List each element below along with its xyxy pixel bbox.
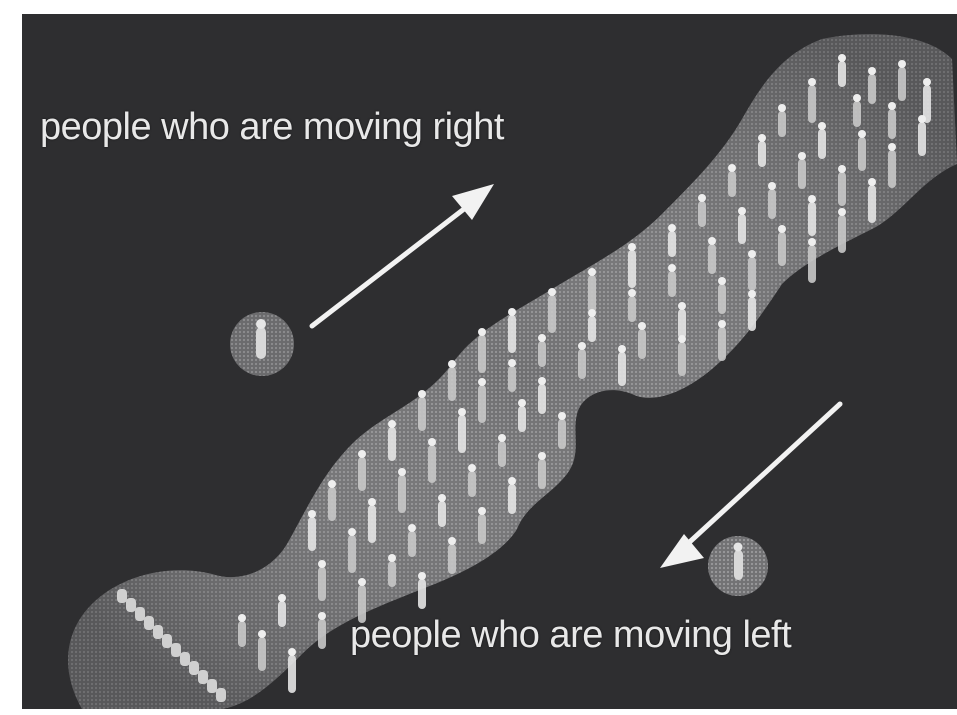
crowd-person-figure — [708, 237, 716, 274]
crowd-person-figure — [838, 165, 846, 206]
person-moving-left-figure — [734, 543, 744, 581]
crowd-person-figure — [778, 225, 786, 266]
crowd-person-figure — [578, 342, 586, 379]
crowd-person-figure — [388, 420, 396, 461]
crowd-person-figure — [478, 507, 486, 544]
crowd-scene: people who are moving right people who a… — [22, 14, 957, 709]
crowd-person-figure — [308, 510, 316, 551]
crowd-person-figure — [718, 320, 726, 361]
crowd-person-figure — [868, 178, 876, 223]
crowd-person-figure — [388, 554, 396, 587]
crowd-person-figure — [868, 67, 876, 104]
crowd-person-figure — [278, 594, 286, 627]
crowd-person-figure — [888, 102, 896, 139]
crowd-person-figure — [668, 224, 676, 257]
crowd-person-figure — [428, 438, 436, 483]
crowd-person-figure — [538, 334, 546, 367]
crowd-person-figure — [368, 498, 376, 543]
crowd-person-figure — [808, 195, 816, 236]
crowd-person-figure — [678, 302, 686, 339]
crowd-person-figure — [798, 152, 806, 189]
crowd-edge-figure — [180, 652, 190, 666]
crowd-person-figure — [853, 94, 861, 127]
crowd-person-figure — [518, 399, 526, 432]
crowd-edge-figure — [171, 643, 181, 657]
crowd-person-figure — [638, 322, 646, 359]
crowd-person-figure — [668, 264, 676, 297]
crowd-person-figure — [628, 243, 636, 288]
crowd-person-figure — [238, 614, 246, 647]
crowd-person-figure — [508, 308, 516, 353]
crowd-person-figure — [288, 648, 296, 693]
crowd-person-figure — [458, 408, 466, 453]
crowd-person-figure — [358, 450, 366, 491]
crowd-person-figure — [498, 434, 506, 467]
crowd-person-figure — [778, 104, 786, 137]
arrow-up-right-icon — [312, 184, 494, 326]
crowd-person-figure — [538, 452, 546, 489]
crowd-person-figure — [748, 290, 756, 331]
crowd-person-figure — [508, 477, 516, 514]
crowd-person-figure — [448, 537, 456, 574]
crowd-person-figure — [478, 378, 486, 423]
crowd-edge-figure — [126, 598, 136, 612]
crowd-person-figure — [818, 122, 826, 159]
crowd-person-figure — [438, 494, 446, 527]
crowd-person-figure — [318, 612, 326, 649]
crowd-person-figure — [318, 560, 326, 601]
crowd-person-figure — [418, 572, 426, 609]
crowd-person-figure — [698, 194, 706, 227]
crowd-person-figure — [888, 143, 896, 188]
crowd-person-figure — [548, 288, 556, 333]
crowd-person-figure — [748, 250, 756, 291]
crowd-person-figure — [808, 238, 816, 283]
crowd-person-figure — [858, 130, 866, 171]
crowd-person-figure — [398, 468, 406, 513]
crowd-edge-figure — [198, 670, 208, 684]
crowd-edge-figure — [207, 679, 217, 693]
crowd-person-figure — [588, 268, 596, 313]
crowd-edge-figure — [153, 625, 163, 639]
crowd-person-figure — [738, 207, 746, 244]
crowd-person-figure — [348, 528, 356, 573]
crowd-person-figure — [728, 164, 736, 197]
crowd-person-figure — [508, 359, 516, 392]
moving-right-label: people who are moving right — [40, 106, 504, 149]
person-moving-right-figure — [256, 319, 266, 359]
crowd-person-figure — [808, 78, 816, 123]
moving-left-label: people who are moving left — [350, 614, 791, 657]
crowd-person-figure — [468, 464, 476, 497]
crowd-person-figure — [478, 328, 486, 373]
crowd-person-figure — [538, 377, 546, 414]
crowd-person-figure — [558, 412, 566, 449]
crowd-person-figure — [838, 208, 846, 253]
crowd-person-figure — [628, 289, 636, 322]
crowd-person-figure — [678, 335, 686, 376]
crowd-person-figure — [418, 390, 426, 431]
crowd-person-figure — [758, 134, 766, 167]
crowd-person-figure — [258, 630, 266, 671]
crowd-person-figure — [588, 309, 596, 342]
crowd-person-figure — [918, 115, 926, 156]
crowd-person-figure — [448, 360, 456, 401]
crowd-edge-figure — [117, 589, 127, 603]
crowd-person-figure — [328, 480, 336, 521]
crowd-person-figure — [768, 182, 776, 219]
crowd-edge-figure — [162, 634, 172, 648]
crowd-person-figure — [618, 345, 626, 386]
crowd-person-figure — [898, 60, 906, 101]
crowd-edge-figure — [144, 616, 154, 630]
crowd-person-figure — [408, 524, 416, 557]
crowd-person-figure — [838, 54, 846, 87]
crowd-edge-figure — [189, 661, 199, 675]
crowd-edge-figure — [216, 688, 226, 702]
crowd-edge-figure — [135, 607, 145, 621]
crowd-person-figure — [718, 277, 726, 314]
